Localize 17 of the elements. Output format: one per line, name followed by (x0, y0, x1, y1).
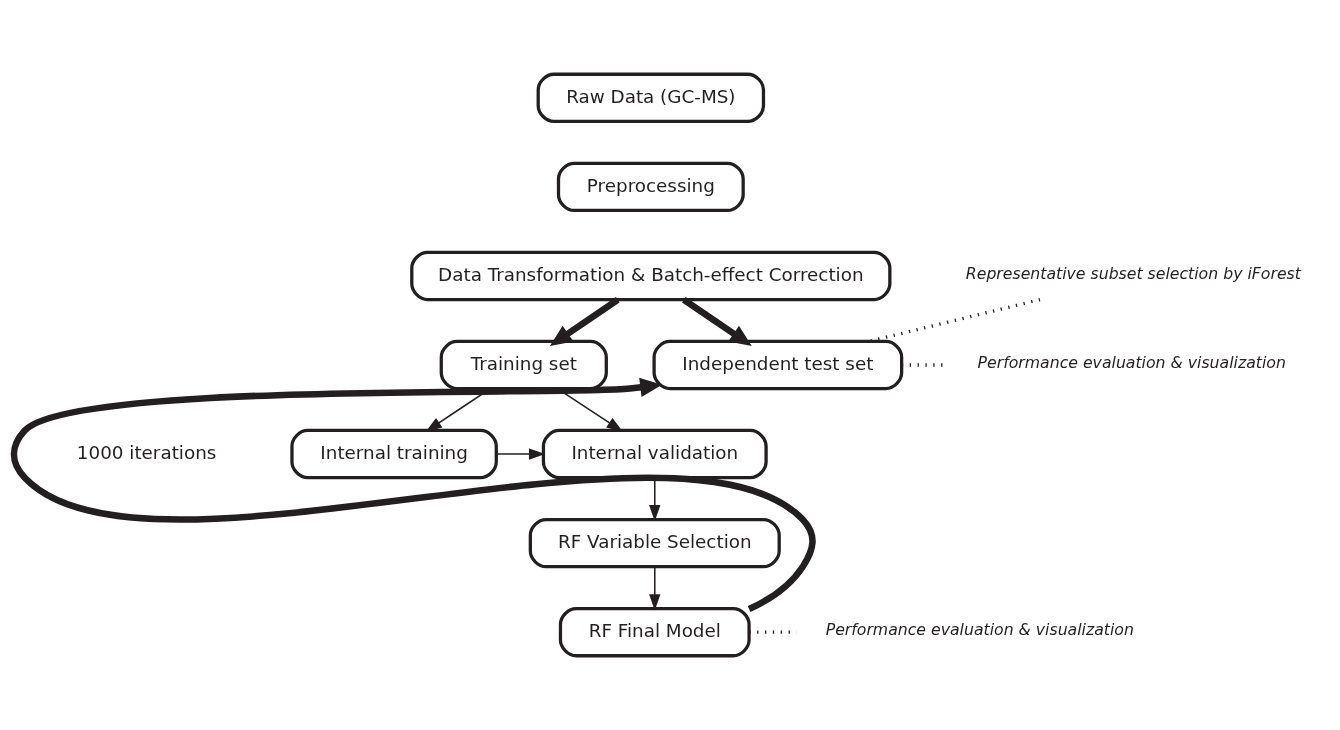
node-text: Performance evaluation & visualization (825, 619, 1134, 639)
node-box: Data Transformation & Batch-effect Correction (410, 250, 892, 302)
arrow (11, 377, 816, 612)
node-box: Raw Data (GC-MS) (536, 72, 766, 124)
node-box: Internal validation (541, 428, 768, 480)
label: 1000 iterations (76, 441, 217, 463)
node-text: Performance evaluation & visualization (977, 352, 1286, 372)
arrow (649, 566, 661, 611)
connector (868, 298, 1041, 343)
node-box: RF Final Model (558, 606, 751, 658)
node-box: Preprocessing (556, 161, 745, 213)
node-box: RF Variable Selection (528, 517, 781, 569)
node-box: Internal training (290, 428, 498, 480)
node-box: Training set (439, 339, 608, 391)
arrow (549, 297, 620, 346)
node-text: Representative subset selection by iForest (965, 263, 1301, 283)
node-box: Independent test set (652, 339, 904, 391)
